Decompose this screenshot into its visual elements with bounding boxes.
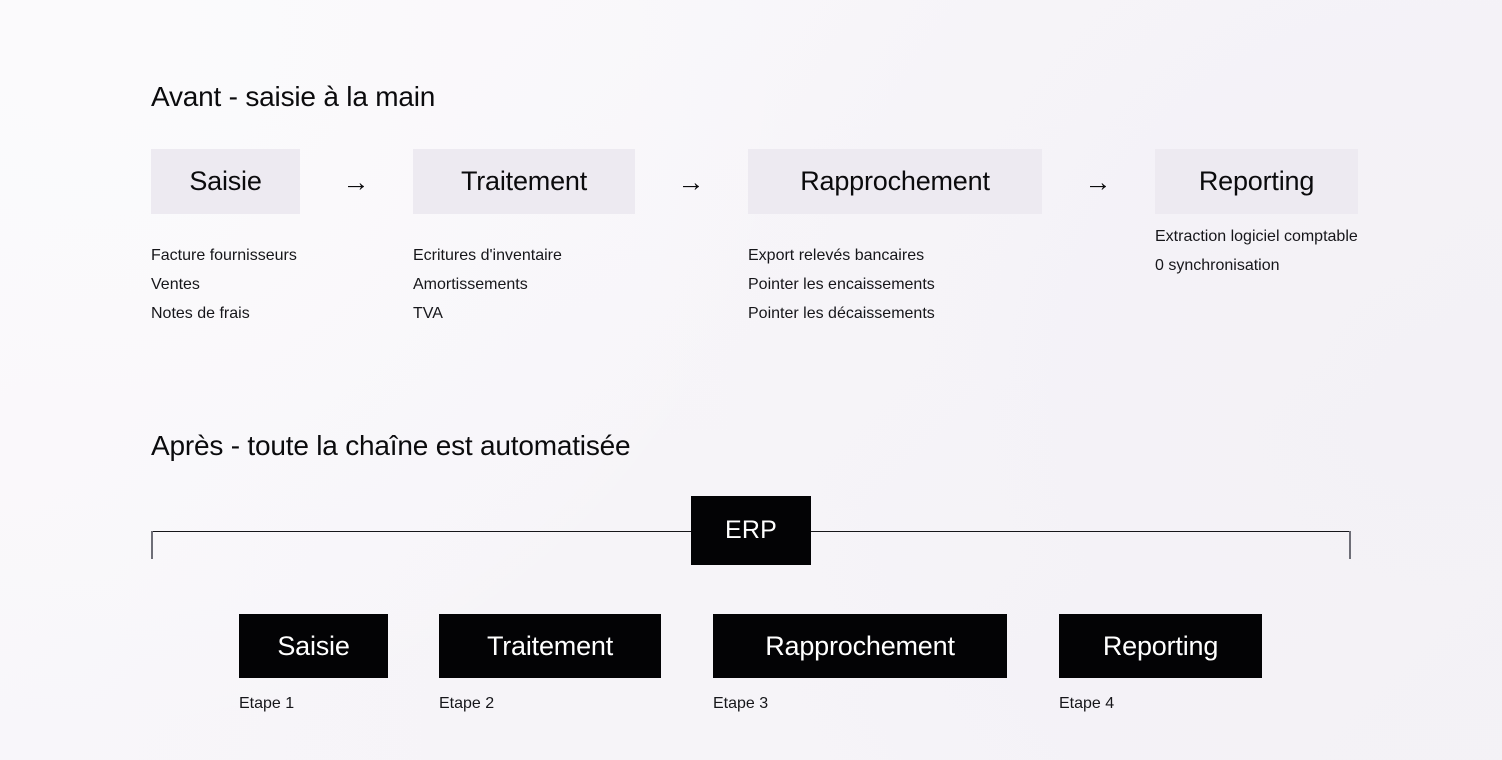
step-caption-2: Etape 2 — [439, 695, 495, 712]
stage-chip-rapprochement[interactable]: Rapprochement — [748, 149, 1042, 214]
list-item: Notes de frais — [151, 305, 250, 322]
step-box-traitement[interactable]: Traitement — [439, 614, 661, 678]
stage-chip-saisie[interactable]: Saisie — [151, 149, 300, 214]
stage-chip-label: Saisie — [189, 166, 262, 196]
step-caption-1: Etape 1 — [239, 695, 295, 712]
step-box-label: Reporting — [1102, 630, 1219, 661]
step-box-saisie[interactable]: Saisie — [239, 614, 388, 678]
stage-chip-label: Traitement — [460, 166, 588, 196]
list-item: Amortissements — [413, 276, 528, 293]
stage-detail-list-reporting: Extraction logiciel comptable 0 synchron… — [1155, 222, 1358, 280]
list-item: Extraction logiciel comptable — [1155, 228, 1358, 245]
stage-chip-label: Rapprochement — [800, 166, 990, 196]
stage-chip-reporting[interactable]: Reporting — [1155, 149, 1358, 214]
step-box-reporting[interactable]: Reporting — [1059, 614, 1262, 678]
list-item: 0 synchronisation — [1155, 257, 1280, 274]
step-box-label: Saisie — [277, 630, 350, 661]
before-section-title: Avant - saisie à la main — [151, 81, 436, 112]
list-item: Ecritures d'inventaire — [413, 247, 562, 264]
step-box-label: Traitement — [486, 630, 614, 661]
erp-badge[interactable]: ERP — [691, 496, 811, 565]
erp-bracket-tick-left — [151, 531, 153, 559]
list-item: Facture fournisseurs — [151, 247, 297, 264]
arrow-right-icon: → — [342, 167, 370, 197]
stage-chip-traitement[interactable]: Traitement — [413, 149, 635, 214]
step-box-rapprochement[interactable]: Rapprochement — [713, 614, 1007, 678]
list-item: Pointer les décaissements — [748, 305, 935, 322]
list-item: TVA — [413, 305, 443, 322]
arrow-right-icon: → — [1084, 167, 1112, 197]
step-box-label: Rapprochement — [765, 630, 955, 661]
stage-chip-label: Reporting — [1198, 166, 1315, 196]
after-section-title: Après - toute la chaîne est automatisée — [151, 430, 631, 461]
list-item: Pointer les encaissements — [748, 276, 935, 293]
stage-detail-list-saisie: Facture fournisseurs Ventes Notes de fra… — [151, 241, 297, 328]
arrow-right-icon: → — [677, 167, 705, 197]
erp-bracket-tick-right — [1349, 531, 1351, 559]
stage-detail-list-traitement: Ecritures d'inventaire Amortissements TV… — [413, 241, 562, 328]
erp-badge-label: ERP — [724, 516, 777, 544]
step-caption-3: Etape 3 — [713, 695, 769, 712]
step-caption-4: Etape 4 — [1059, 695, 1115, 712]
stage-detail-list-rapprochement: Export relevés bancaires Pointer les enc… — [748, 241, 935, 328]
list-item: Export relevés bancaires — [748, 247, 925, 264]
list-item: Ventes — [151, 276, 200, 293]
